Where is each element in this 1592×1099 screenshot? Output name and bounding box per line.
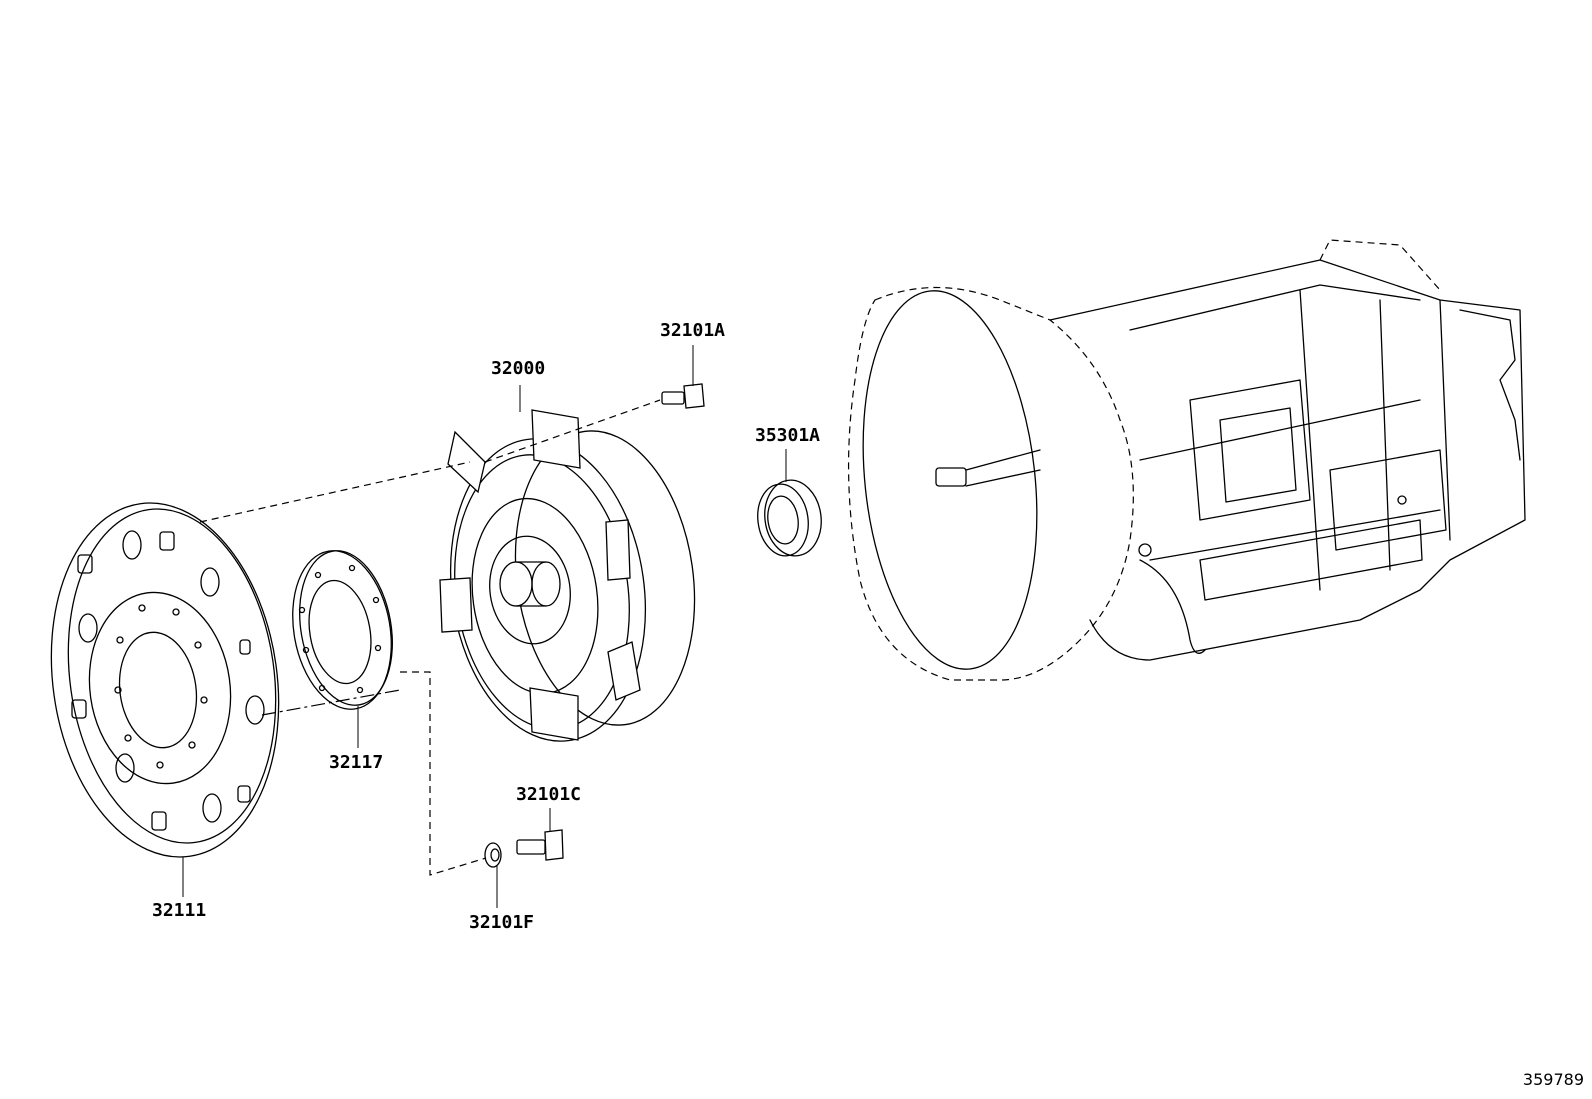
bolt-c bbox=[516, 829, 564, 861]
callout-32117: 32117 bbox=[329, 752, 384, 773]
figure-number: 359789 bbox=[1522, 1070, 1584, 1089]
callout-32101f: 32101F bbox=[469, 912, 535, 933]
leader-lines bbox=[182, 345, 787, 908]
callout-32101a: 32101A bbox=[660, 320, 726, 341]
callout-35301a: 35301A bbox=[755, 425, 821, 446]
washer-f bbox=[484, 842, 502, 868]
callout-32000: 32000 bbox=[491, 358, 546, 379]
callout-32111: 32111 bbox=[152, 900, 207, 921]
callout-32101c: 32101C bbox=[516, 784, 582, 805]
drive-plate bbox=[50, 502, 280, 858]
oil-seal bbox=[757, 479, 822, 557]
bolt-a bbox=[661, 383, 705, 409]
torque-converter bbox=[439, 409, 696, 742]
spacer-ring bbox=[292, 550, 393, 710]
alignment-lines bbox=[199, 399, 661, 876]
transmission-assembly bbox=[848, 239, 1526, 681]
